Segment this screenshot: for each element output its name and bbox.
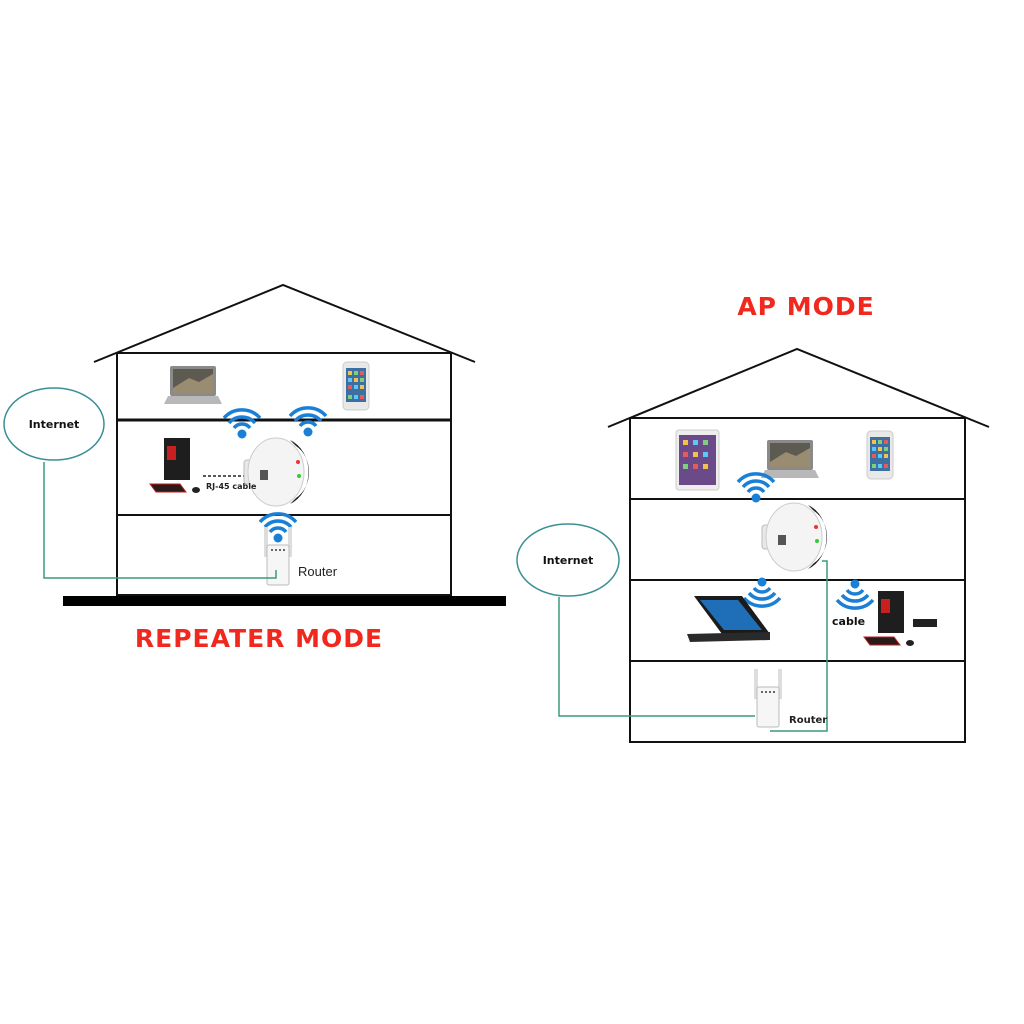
internet-cloud xyxy=(3,387,105,461)
roof xyxy=(607,347,990,428)
wifi-extender-icon xyxy=(761,502,828,572)
internet-link xyxy=(558,597,755,717)
laptop-icon xyxy=(164,366,222,404)
repeater-house: Internet RJ-45 cable Router REPEATER MOD… xyxy=(3,283,506,653)
rj45-cable-label: RJ-45 cable xyxy=(206,482,257,491)
internet-link xyxy=(43,462,277,579)
router-label: Router xyxy=(298,564,338,579)
desktop-pc-icon xyxy=(149,437,201,494)
wifi-icon xyxy=(835,577,875,610)
wifi-icon xyxy=(288,406,328,439)
router-icon xyxy=(753,668,783,728)
cable-link xyxy=(770,560,828,732)
router-label: Router xyxy=(789,715,827,726)
internet-label: Internet xyxy=(29,418,80,431)
convertible-laptop-icon xyxy=(687,596,770,642)
wifi-icon xyxy=(222,408,262,441)
roof xyxy=(93,283,476,363)
internet-label: Internet xyxy=(543,554,594,567)
tablet-icon xyxy=(675,429,720,491)
usb-adapter-icon xyxy=(913,619,937,627)
internet-cloud xyxy=(516,523,620,597)
phone-icon xyxy=(342,361,370,411)
phone-icon xyxy=(866,430,894,480)
laptop-icon xyxy=(761,440,819,478)
ground xyxy=(63,596,506,606)
repeater-mode-title: REPEATER MODE xyxy=(135,624,383,653)
ap-mode-title: AP MODE xyxy=(737,292,874,321)
wifi-extender-icon xyxy=(243,437,310,507)
cable-label: cable xyxy=(832,615,865,628)
wifi-icon xyxy=(742,575,782,608)
ap-house: AP MODE Internet cable xyxy=(516,292,990,743)
house-walls xyxy=(116,352,452,596)
